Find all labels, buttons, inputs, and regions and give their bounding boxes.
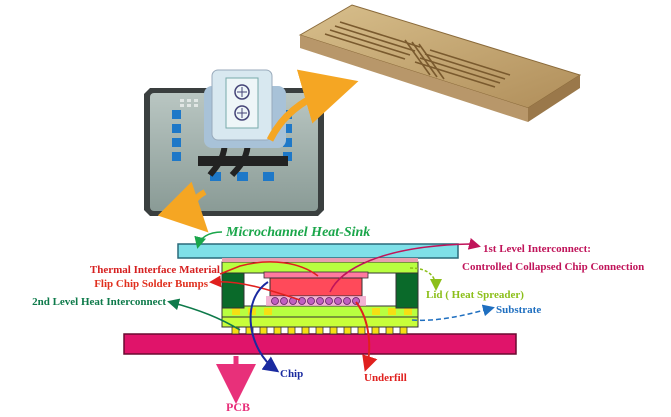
underfill-arrow: [355, 301, 378, 372]
first-level-arrow: [329, 237, 481, 293]
second-level-label: 2nd Level Heat Interconnect: [32, 296, 166, 308]
first-level-label-line1: 1st Level Interconnect:: [483, 243, 591, 255]
flip-chip-arrow: [209, 275, 301, 301]
tim-label: Thermal Interface Material: [90, 264, 220, 276]
lid-right-wall: [395, 271, 419, 309]
board-to-microchannel-arrow: [266, 69, 359, 142]
package-cross-section: [123, 243, 517, 355]
lid-label: Lid ( Heat Spreader): [426, 289, 524, 301]
chip-die: [269, 277, 363, 297]
first-level-label-line2: Controlled Collapsed Chip Connection: [462, 261, 644, 273]
heat-sink-plate: [177, 243, 459, 259]
heat-sink-arrow: [194, 231, 223, 249]
flip-chip-label: Flip Chip Solder Bumps: [94, 278, 209, 290]
chip-arrow: [249, 281, 280, 373]
second-level-bumps: [231, 325, 408, 335]
tim-arrow: [219, 261, 319, 277]
flip-chip-bumps: [271, 297, 360, 305]
microchannel-illustration: [298, 4, 582, 122]
lid-left-wall: [221, 271, 245, 309]
board-to-package-arrow: [157, 181, 209, 233]
substrate-label: Substrate: [496, 304, 541, 316]
underfill-layer: [266, 296, 366, 306]
substrate-arrow: [411, 304, 495, 322]
heat-sink-label: Microchannel Heat-Sink: [225, 225, 370, 240]
underfill-label: Underfill: [364, 372, 407, 384]
second-level-arrow: [167, 298, 241, 331]
lid-arrow: [409, 267, 442, 291]
pcb-label: PCB: [226, 400, 250, 414]
chip-label: Chip: [280, 368, 303, 380]
board-illustration: [144, 69, 324, 216]
pcb-layer: [123, 333, 517, 355]
